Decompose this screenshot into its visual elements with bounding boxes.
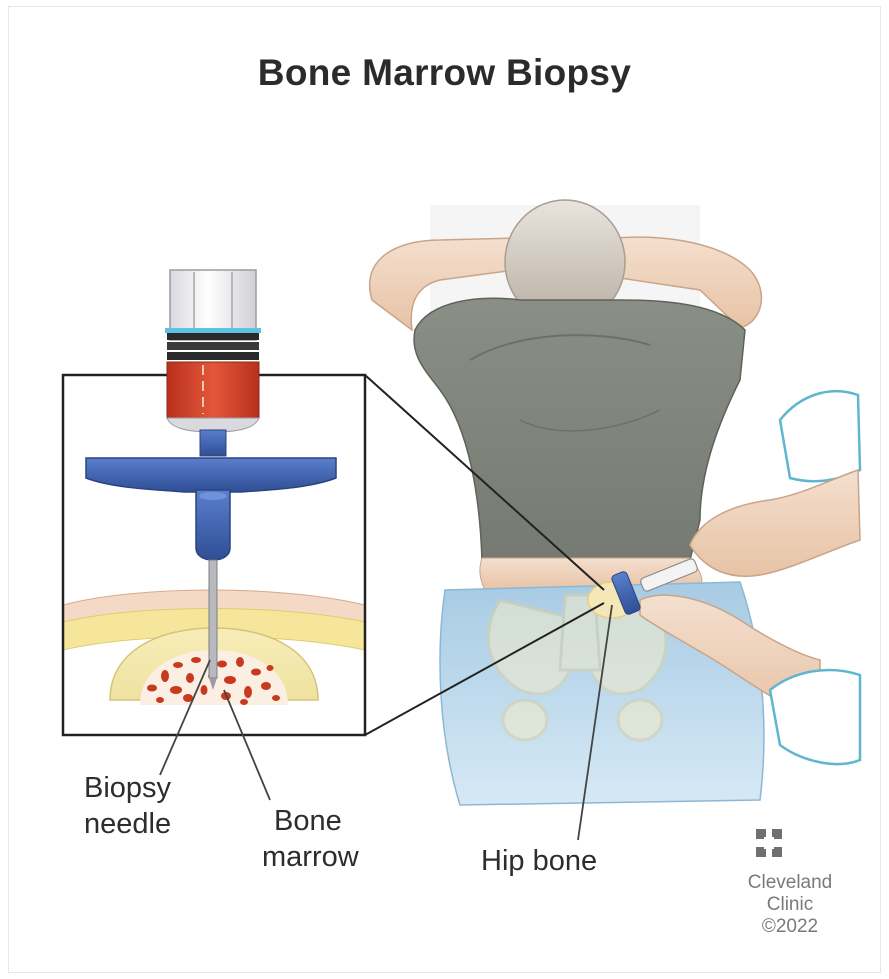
label-biopsy-needle: Biopsy needle xyxy=(84,770,171,842)
logo-wordmark: Cleveland Clinic ©2022 xyxy=(735,872,845,938)
label-bone-marrow: Bone marrow xyxy=(262,803,359,875)
label-bone-marrow-line2: marrow xyxy=(262,839,359,875)
label-hip-bone: Hip bone xyxy=(481,843,597,879)
logo-name-line1: Cleveland xyxy=(735,872,845,894)
label-biopsy-needle-line1: Biopsy xyxy=(84,770,171,806)
logo-copyright: ©2022 xyxy=(735,916,845,938)
cleveland-clinic-logo-icon xyxy=(756,829,782,857)
patient-figure xyxy=(370,200,764,805)
label-bone-marrow-line1: Bone xyxy=(262,803,359,839)
logo-name-line2: Clinic xyxy=(735,894,845,916)
label-biopsy-needle-line2: needle xyxy=(84,806,171,842)
